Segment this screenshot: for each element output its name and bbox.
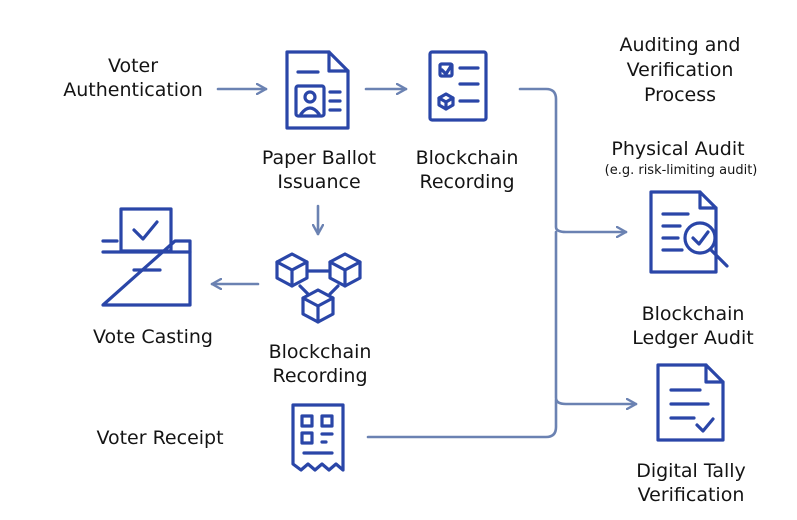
- arrow-blockchain-to-physical-audit: [518, 87, 628, 232]
- label-line: Physical Audit: [611, 138, 745, 160]
- ballot-document-icon: [285, 50, 350, 130]
- label-paper-ballot-issuance: Paper Ballot Issuance: [262, 146, 376, 194]
- audit-magnifier-icon: [649, 190, 729, 274]
- label-line: Authentication: [63, 79, 203, 101]
- label-blockchain-ledger-audit: Blockchain Ledger Audit: [632, 302, 753, 350]
- label-line: Blockchain: [268, 341, 372, 363]
- label-line: Recording: [419, 171, 515, 193]
- label-physical-audit-note: (e.g. risk-limiting audit): [605, 162, 758, 180]
- label-line: Verification: [637, 484, 745, 506]
- label-blockchain-recording-mid: Blockchain Recording: [269, 340, 372, 388]
- label-voter-receipt: Voter Receipt: [96, 426, 223, 450]
- title-line: Auditing and: [619, 34, 741, 56]
- line-receipt-to-audit: [366, 398, 558, 439]
- label-voter-authentication: Voter Authentication: [63, 54, 202, 102]
- label-physical-audit: Physical Audit: [611, 137, 744, 161]
- label-line: Voter: [107, 55, 159, 77]
- auditing-process-title: Auditing and Verification Process: [620, 33, 741, 108]
- connectors: [210, 87, 638, 439]
- label-line: Blockchain: [641, 303, 745, 325]
- blockchain-cubes-icon: [275, 252, 362, 324]
- label-vote-casting: Vote Casting: [93, 325, 213, 349]
- title-line: Process: [643, 84, 717, 106]
- label-line: Paper Ballot: [261, 147, 377, 169]
- checklist-document-icon: [428, 50, 488, 122]
- label-line: Voter Receipt: [96, 427, 224, 449]
- arrow-to-digital-tally: [554, 230, 638, 404]
- ballot-box-icon: [101, 207, 192, 307]
- label-line: Ledger Audit: [632, 327, 754, 349]
- label-line: Blockchain: [415, 147, 519, 169]
- label-line: Recording: [272, 365, 368, 387]
- tally-document-icon: [656, 363, 725, 442]
- title-line: Verification: [626, 59, 734, 81]
- label-line: Vote Casting: [93, 326, 213, 348]
- label-blockchain-recording-top: Blockchain Recording: [416, 146, 519, 194]
- receipt-qr-icon: [291, 403, 345, 472]
- label-digital-tally-verification: Digital Tally Verification: [636, 459, 746, 507]
- label-line: Issuance: [277, 171, 361, 193]
- label-line: Digital Tally: [636, 460, 746, 482]
- label-line: (e.g. risk-limiting audit): [604, 163, 758, 178]
